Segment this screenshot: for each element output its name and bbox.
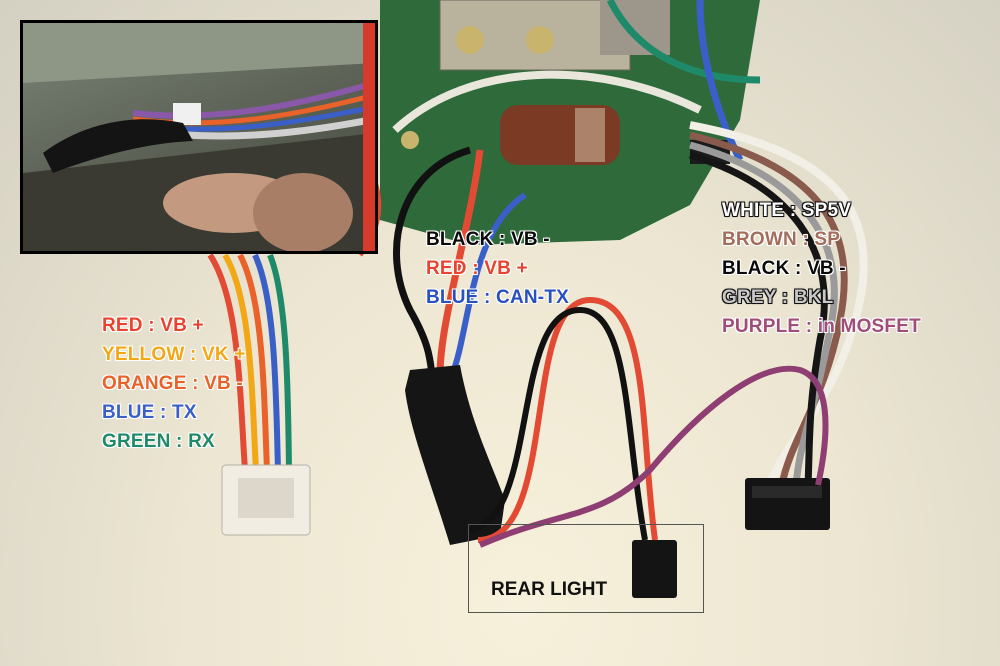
rear-light-callout-box xyxy=(468,524,704,613)
legend-separator: : xyxy=(796,229,815,250)
legend-color-name: ORANGE xyxy=(102,373,187,394)
wire-black-module xyxy=(393,146,471,376)
legend-color-name: BROWN xyxy=(722,229,797,250)
legend-meaning: VB - xyxy=(204,373,243,394)
capacitor-band xyxy=(575,108,605,162)
legend-meaning: CAN-TX xyxy=(496,287,570,308)
legend-left-green: GREEN : RX xyxy=(102,431,215,453)
legend-meaning: VB + xyxy=(160,315,204,336)
wire-orange-left xyxy=(237,253,270,471)
wire-brown-right xyxy=(689,131,848,486)
legend-separator: : xyxy=(154,402,173,423)
wire-blue-module xyxy=(449,192,527,377)
wire-blue-left xyxy=(252,253,281,471)
legend-color-name: BLACK xyxy=(722,258,790,279)
inset-red-cable xyxy=(363,23,375,251)
legend-separator: : xyxy=(466,258,485,279)
legend-meaning: BKL xyxy=(793,287,834,308)
legend-separator: : xyxy=(478,287,497,308)
legend-color-name: RED xyxy=(102,315,143,336)
legend-separator: : xyxy=(776,287,794,308)
legend-center-red: RED : VB + xyxy=(426,258,528,280)
left-connector-slot xyxy=(238,478,294,518)
legend-right-brown: BROWN : SP xyxy=(722,229,840,251)
legend-separator: : xyxy=(170,431,189,452)
legend-right-grey: GREY : BKL xyxy=(722,287,833,309)
legend-meaning: SP xyxy=(814,229,841,250)
inset-wire-purple xyxy=(132,80,375,119)
legend-color-name: YELLOW xyxy=(102,344,185,365)
legend-color-name: WHITE xyxy=(722,200,785,221)
legend-meaning: TX xyxy=(172,402,197,423)
legend-meaning: VB - xyxy=(807,258,846,279)
legend-left-red: RED : VB + xyxy=(102,315,204,337)
legend-meaning: in MOSFET xyxy=(817,316,921,337)
wire-red-loop xyxy=(477,296,658,543)
inset-closeup-drawing xyxy=(23,23,375,251)
pcb-part-3 xyxy=(401,131,419,149)
legend-meaning: RX xyxy=(188,431,215,452)
wire-green-left xyxy=(267,253,292,471)
legend-separator: : xyxy=(186,373,205,394)
legend-left-orange: ORANGE : VB - xyxy=(102,373,243,395)
wire-white-top xyxy=(392,70,702,133)
legend-right-purple: PURPLE : in MOSFET xyxy=(722,316,921,338)
right-connector-pins xyxy=(752,486,822,498)
legend-color-name: GREY xyxy=(722,287,777,308)
legend-meaning: SP5V xyxy=(801,200,852,221)
inset-panel-light xyxy=(23,23,375,83)
legend-separator: : xyxy=(493,229,511,250)
legend-separator: : xyxy=(184,344,202,365)
wire-red-left xyxy=(207,253,248,471)
pcb-part-2 xyxy=(526,26,554,54)
legend-separator: : xyxy=(142,315,161,336)
inset-closeup-photo xyxy=(20,20,378,254)
legend-right-black: BLACK : VB - xyxy=(722,258,846,280)
inset-burnt-connector xyxy=(43,119,193,173)
rear-light-connector xyxy=(632,540,677,598)
legend-meaning: VB + xyxy=(484,258,528,279)
legend-color-name: BLACK xyxy=(426,229,494,250)
heat-shrink-module xyxy=(405,365,505,545)
wire-red-module xyxy=(436,149,484,376)
wire-black-loop xyxy=(469,306,648,541)
legend-separator: : xyxy=(800,316,818,337)
legend-color-name: GREEN xyxy=(102,431,171,452)
legend-color-name: RED xyxy=(426,258,467,279)
pcb-part-1 xyxy=(456,26,484,54)
legend-left-blue: BLUE : TX xyxy=(102,402,197,424)
inset-finger-2 xyxy=(253,173,353,251)
legend-center-black: BLACK : VB - xyxy=(426,229,550,251)
legend-right-white: WHITE : SP5V xyxy=(722,200,851,222)
legend-center-blue: BLUE : CAN-TX xyxy=(426,287,569,309)
rear-light-label: REAR LIGHT xyxy=(491,579,608,600)
legend-separator: : xyxy=(784,200,802,221)
inset-connector-white xyxy=(173,103,201,125)
wire-green-top xyxy=(606,0,761,84)
legend-separator: : xyxy=(789,258,807,279)
wire-purple xyxy=(478,365,829,548)
wire-yellow-left xyxy=(222,253,259,471)
right-connector xyxy=(745,478,830,530)
wire-grey-right xyxy=(689,141,838,486)
legend-color-name: BLUE xyxy=(102,402,155,423)
legend-meaning: VK + xyxy=(201,344,246,365)
legend-left-yellow: YELLOW : VK + xyxy=(102,344,246,366)
wire-black-right xyxy=(688,151,828,486)
legend-meaning: VB - xyxy=(511,229,550,250)
legend-color-name: BLUE xyxy=(426,287,479,308)
legend-color-name: PURPLE xyxy=(722,316,801,337)
